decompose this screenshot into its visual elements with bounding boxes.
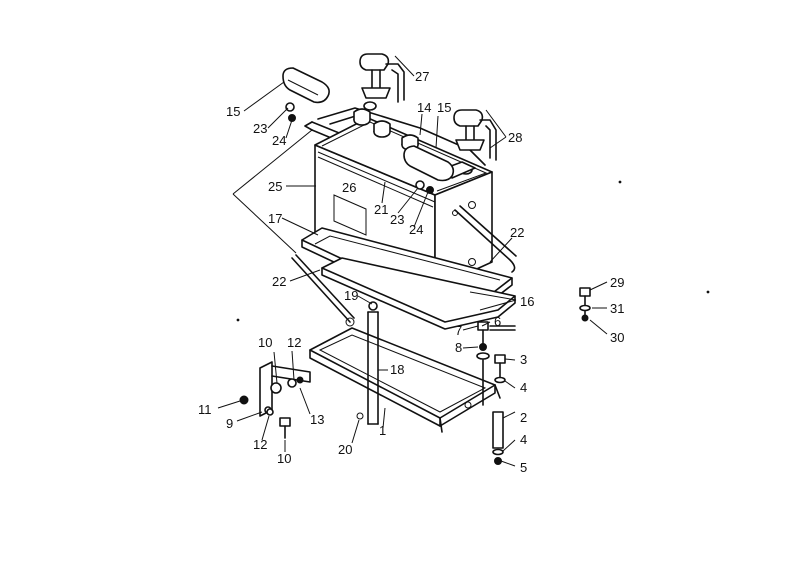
hardware (239, 287, 591, 465)
label-part-12: 12 (287, 335, 301, 350)
label-part-31: 31 (610, 301, 624, 316)
label-part-14: 14 (417, 100, 431, 115)
label-part-24: 24 (272, 133, 286, 148)
label-part-8: 8 (455, 340, 462, 355)
label-part-28: 28 (508, 130, 522, 145)
label-part-24: 24 (409, 222, 423, 237)
label-part-23: 23 (390, 212, 404, 227)
label-part-17: 17 (268, 211, 282, 226)
label-part-18: 18 (390, 362, 404, 377)
label-part-30: 30 (610, 330, 624, 345)
label-part-16: 16 (520, 294, 534, 309)
top-nuts (285, 102, 434, 194)
label-part-13: 13 (310, 412, 324, 427)
label-plate (333, 194, 367, 236)
label-part-20: 20 (338, 442, 352, 457)
label-part-29: 29 (610, 275, 624, 290)
label-part-10: 10 (258, 335, 272, 350)
label-part-2: 2 (520, 410, 527, 425)
label-part-10: 10 (277, 451, 291, 466)
stray-dots (236, 180, 710, 322)
label-part-9: 9 (226, 416, 233, 431)
label-part-26: 26 (342, 180, 356, 195)
label-part-12: 12 (253, 437, 267, 452)
label-part-1: 1 (379, 423, 386, 438)
label-part-15: 15 (226, 104, 240, 119)
label-part-27: 27 (415, 69, 429, 84)
label-part-4: 4 (520, 432, 527, 447)
cable-clamp-27 (359, 53, 405, 103)
label-part-22: 22 (510, 225, 524, 240)
label-part-5: 5 (520, 460, 527, 475)
hold-down-rods (232, 129, 517, 425)
label-part-23: 23 (253, 121, 267, 136)
label-part-15: 15 (437, 100, 451, 115)
terminal-cover-right (403, 145, 455, 182)
label-part-19: 19 (344, 288, 358, 303)
battery-trays (301, 227, 516, 330)
terminal-cover-left (282, 67, 330, 104)
label-part-6: 6 (494, 314, 501, 329)
label-part-21: 21 (374, 202, 388, 217)
cable-clamp-28 (453, 109, 497, 161)
label-part-4: 4 (520, 380, 527, 395)
battery-frame (309, 317, 501, 433)
label-part-25: 25 (268, 179, 282, 194)
part-labels: 2 1 3 4 4 5 6 7 8 9 10 10 11 12 12 13 14… (198, 69, 624, 475)
side-bracket (259, 361, 311, 417)
leader-lines (217, 55, 608, 467)
battery-caps (353, 101, 476, 179)
label-part-3: 3 (520, 352, 527, 367)
label-part-7: 7 (455, 323, 462, 338)
label-part-22: 22 (272, 274, 286, 289)
label-part-11: 11 (198, 402, 212, 417)
